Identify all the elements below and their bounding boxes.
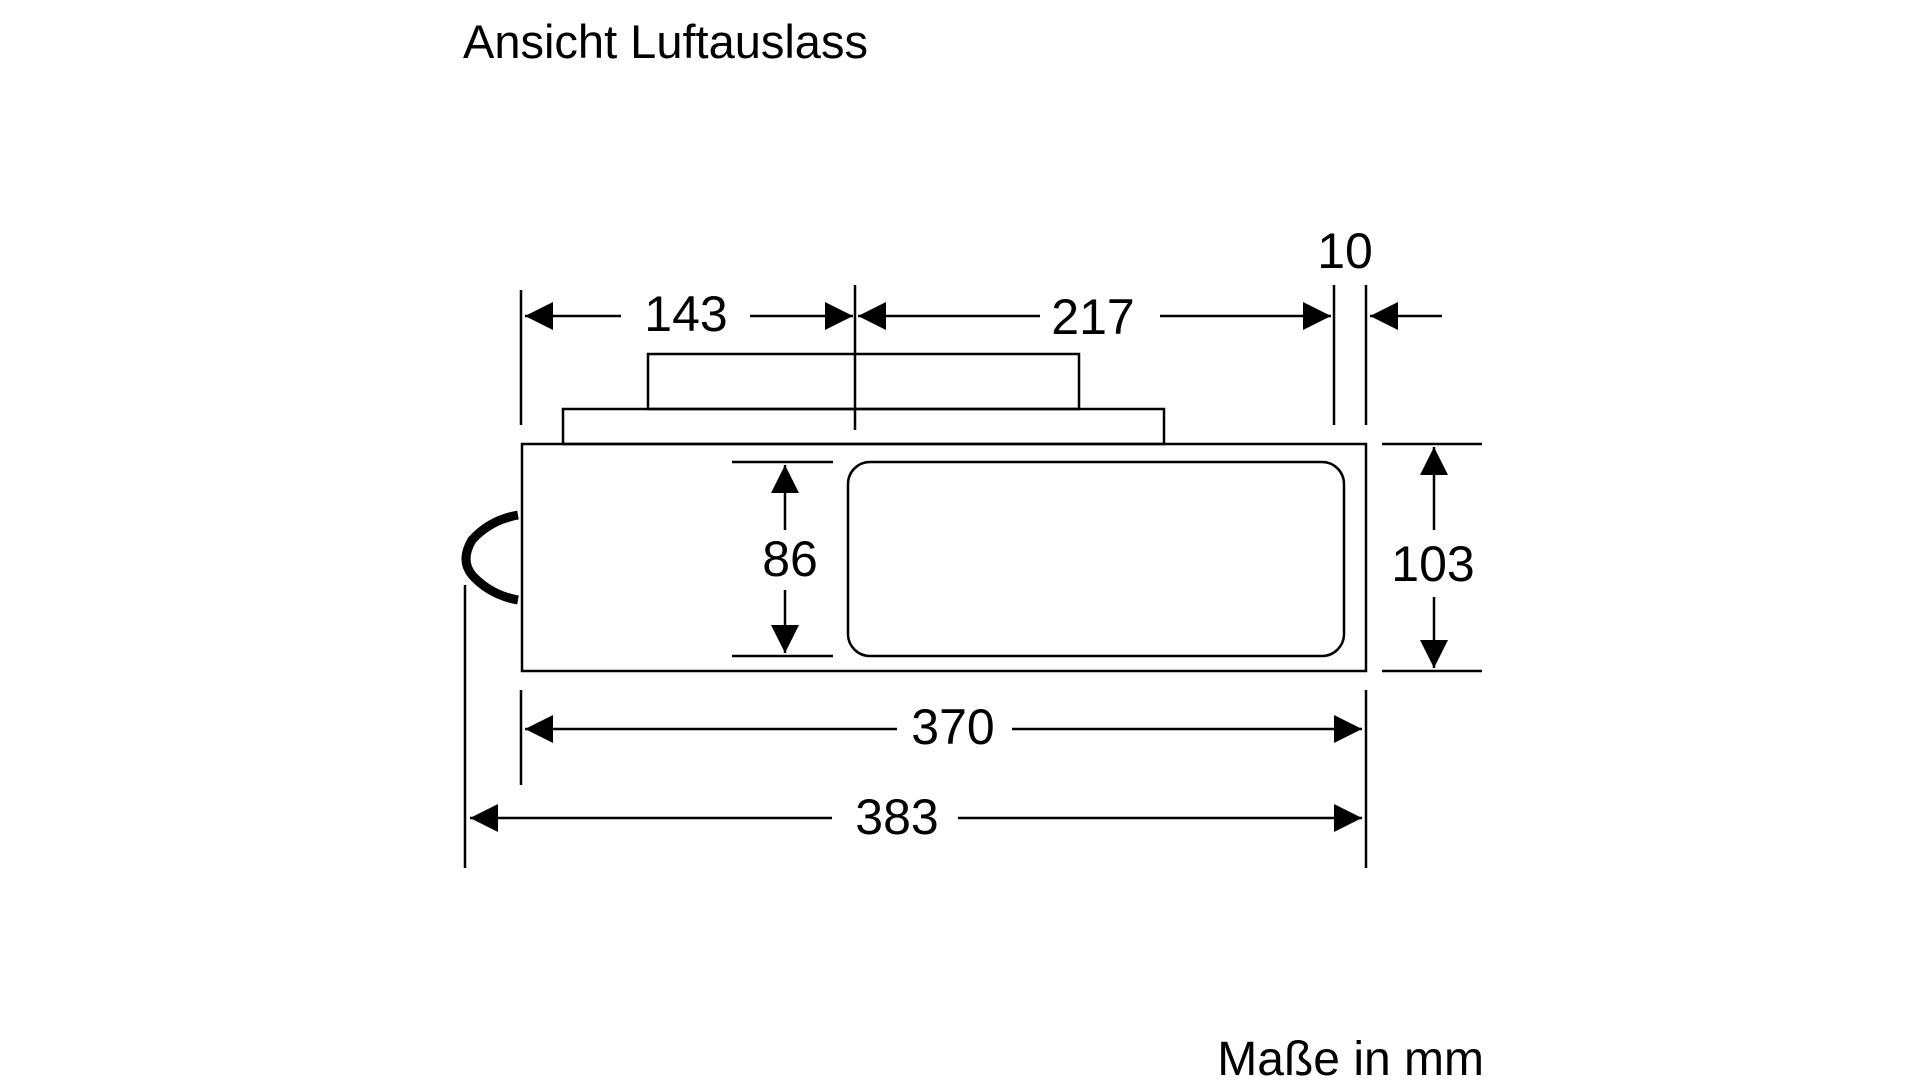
device-body [520, 442, 1368, 673]
diagram-title: Ansicht Luftauslass [463, 15, 868, 68]
dim-label-103: 103 [1391, 536, 1474, 592]
dim-label-143: 143 [644, 286, 727, 342]
dimension-labels: 143 217 10 86 103 370 383 [644, 223, 1474, 845]
dim-label-383: 383 [855, 789, 938, 845]
dimension-lines [470, 302, 1448, 832]
dim-label-10: 10 [1317, 223, 1373, 279]
dim-label-86: 86 [762, 531, 818, 587]
cable-loop [461, 510, 519, 605]
air-outlet-stub [646, 352, 1081, 411]
device-outline [520, 352, 1368, 673]
dim-label-370: 370 [911, 699, 994, 755]
top-flange [561, 407, 1166, 446]
extension-lines [463, 285, 1482, 868]
units-note: Maße in mm [1217, 1033, 1484, 1080]
outlet-opening [846, 460, 1346, 658]
dim-label-217: 217 [1051, 289, 1134, 345]
